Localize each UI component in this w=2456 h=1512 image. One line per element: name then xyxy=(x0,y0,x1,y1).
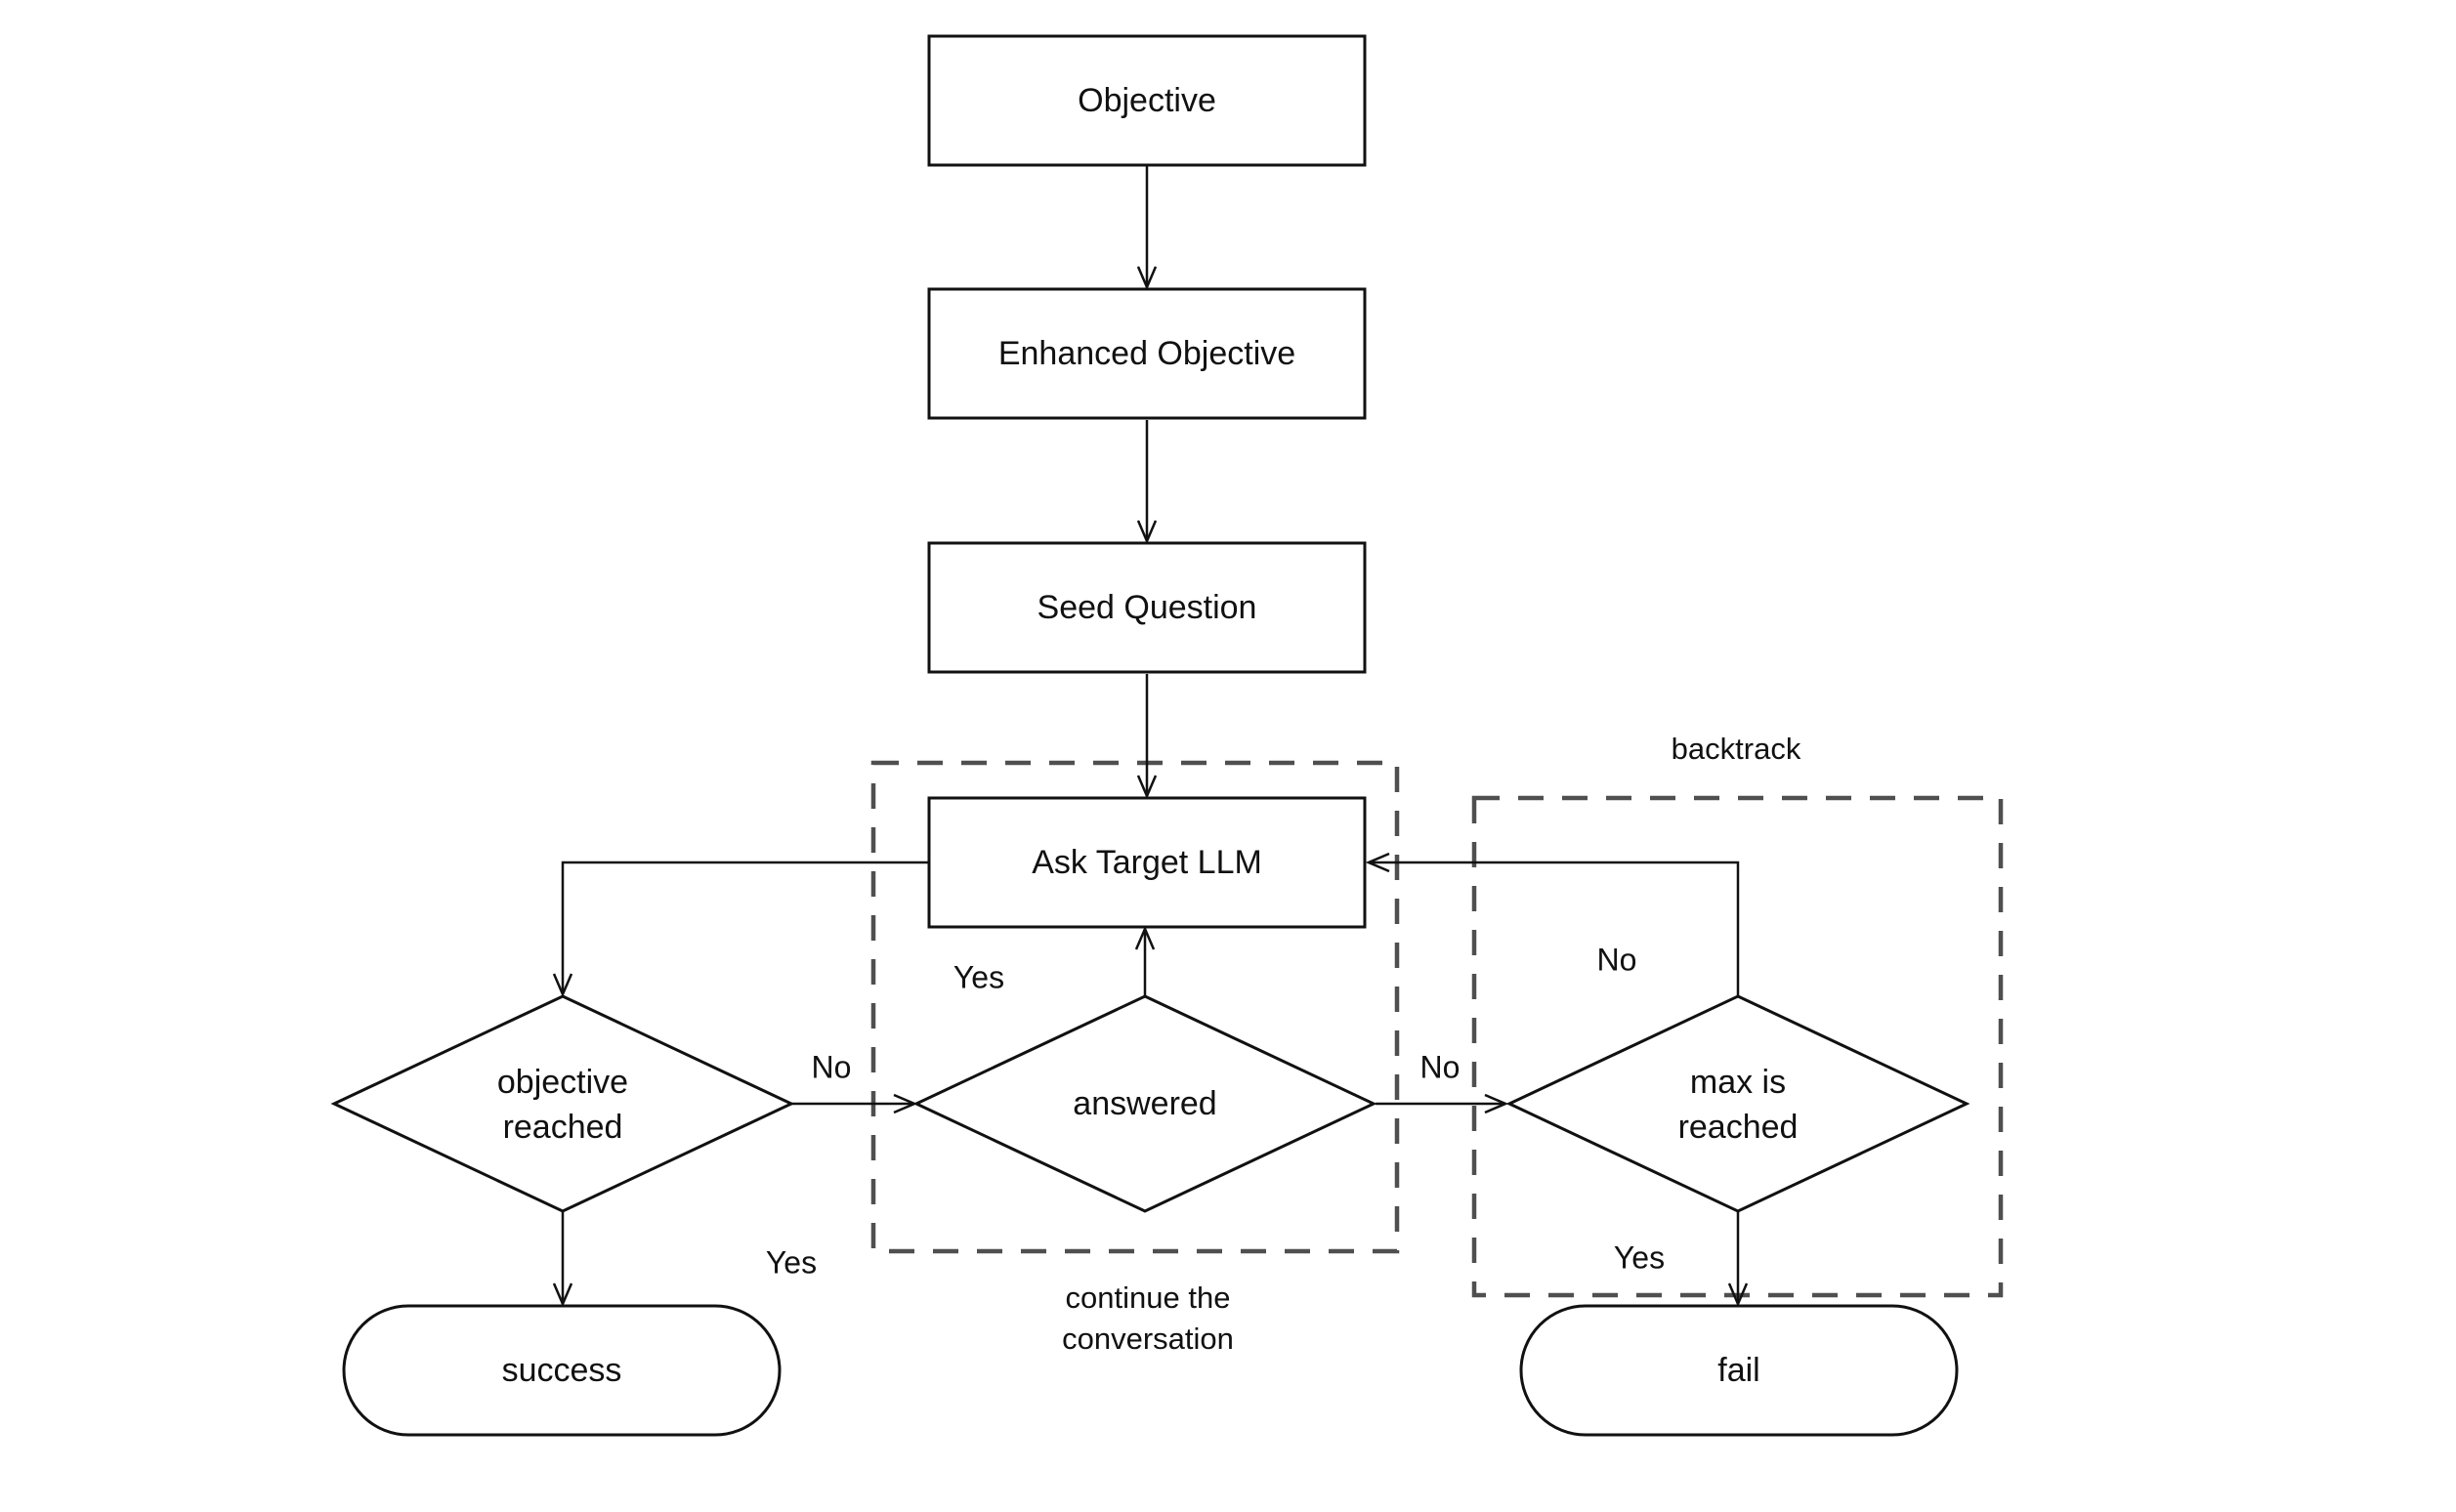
ask-target-llm-label: Ask Target LLM xyxy=(1032,844,1262,881)
edge-label-no-objective-reached: No xyxy=(812,1049,852,1084)
objective-label: Objective xyxy=(1078,82,1216,119)
edge-label-yes-success: Yes xyxy=(766,1244,817,1280)
edge-ask-to-objective-reached xyxy=(563,861,929,994)
backtrack-label: backtrack xyxy=(1672,732,1801,766)
edge-max-to-ask-no-backtrack xyxy=(1369,862,1740,996)
node-success: success xyxy=(342,1304,782,1437)
continue-conversation-label-line2: conversation xyxy=(1062,1322,1234,1356)
edge-label-yes-fail: Yes xyxy=(1614,1239,1665,1275)
continue-conversation-label-line1: continue the xyxy=(1066,1281,1231,1315)
node-enhanced-objective: Enhanced Objective xyxy=(927,287,1367,420)
node-objective: Objective xyxy=(927,34,1367,167)
max-is-reached-label-line2: reached xyxy=(1678,1109,1799,1146)
success-label: success xyxy=(502,1352,622,1389)
group-continue-conversation: continue the conversation xyxy=(870,760,1400,1356)
node-seed-question: Seed Question xyxy=(927,541,1367,674)
objective-reached-diamond xyxy=(330,994,795,1213)
node-ask-target-llm: Ask Target LLM xyxy=(927,796,1367,929)
success-stadium xyxy=(342,1304,782,1437)
objective-reached-label-line2: reached xyxy=(503,1109,623,1146)
answered-diamond xyxy=(912,994,1377,1213)
seed-question-box xyxy=(927,541,1367,674)
node-objective-reached: objective reached xyxy=(330,994,795,1213)
node-max-is-reached: max is reached xyxy=(1505,994,1970,1213)
enhanced-objective-label: Enhanced Objective xyxy=(998,335,1295,372)
objective-box xyxy=(927,34,1367,167)
max-is-reached-diamond xyxy=(1505,994,1970,1213)
edge-label-no-answered: No xyxy=(1420,1049,1461,1084)
edge-label-no-max-backtrack: No xyxy=(1597,942,1637,977)
continue-conversation-dashed-box xyxy=(870,760,1400,1254)
seed-question-label: Seed Question xyxy=(1037,589,1257,626)
edges xyxy=(563,166,1738,1304)
max-is-reached-label-line1: max is xyxy=(1690,1064,1786,1101)
edge-label-yes-answered: Yes xyxy=(953,959,1004,994)
fail-label: fail xyxy=(1717,1352,1759,1389)
fail-stadium xyxy=(1519,1304,1959,1437)
objective-reached-label-line1: objective xyxy=(497,1064,628,1101)
ask-target-llm-box xyxy=(927,796,1367,929)
enhanced-objective-box xyxy=(927,287,1367,420)
node-answered: answered xyxy=(912,994,1377,1213)
edge-labels: Yes No No No Yes Yes xyxy=(766,942,1665,1280)
node-fail: fail xyxy=(1519,1304,1959,1437)
answered-label: answered xyxy=(1073,1085,1216,1122)
